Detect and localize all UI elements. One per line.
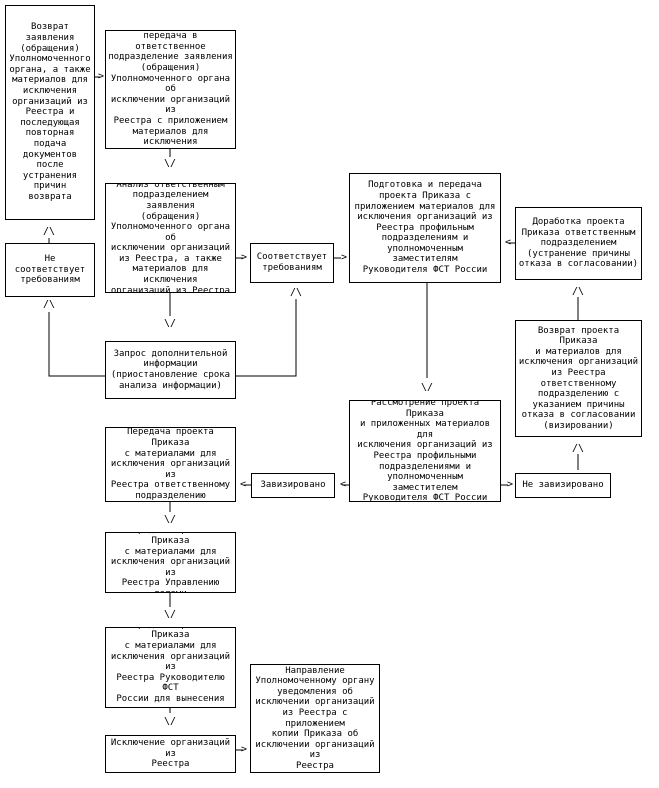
arrow-right-icon: >: [240, 252, 248, 263]
arrow-down-icon: \/: [420, 382, 434, 393]
arrow-down-icon: \/: [163, 716, 177, 727]
connector-request-to-notcompliant: [48, 312, 105, 377]
node-exclusion: Исключение организаций из Реестра: [105, 735, 236, 773]
node-not-approved: Не завизировано: [515, 473, 611, 498]
node-analysis: Анализ ответственным подразделением заяв…: [105, 183, 236, 293]
node-review-order: Рассмотрение проекта Приказа и приложенн…: [349, 400, 501, 502]
node-not-compliant: Не соответствует требованиям: [5, 243, 95, 297]
arrow-up-icon: /\: [289, 287, 303, 298]
node-approved: Завизировано: [251, 473, 335, 498]
arrow-left-icon: <: [504, 237, 512, 248]
arrow-up-icon: /\: [42, 299, 56, 310]
arrow-down-icon: \/: [163, 318, 177, 329]
node-transfer-head: Передача проекта Приказа с материалами д…: [105, 627, 236, 708]
arrow-right-icon: >: [340, 252, 348, 263]
arrow-left-icon: <: [339, 479, 347, 490]
arrow-up-icon: /\: [571, 286, 585, 297]
node-request-info: Запрос дополнительной информации (приост…: [105, 341, 236, 399]
node-transfer-responsible: Передача проекта Приказа с материалами д…: [105, 427, 236, 502]
arrow-up-icon: /\: [571, 443, 585, 454]
arrow-down-icon: \/: [163, 158, 177, 169]
arrow-right-icon: >: [506, 479, 514, 490]
connector-request-to-compliant: [236, 299, 297, 377]
node-return-application: Возврат заявления (обращения) Уполномоче…: [5, 5, 95, 220]
node-revise-order: Доработка проекта Приказа ответственным …: [515, 207, 642, 280]
arrow-up-icon: /\: [42, 226, 56, 237]
arrow-right-icon: >: [97, 71, 105, 82]
node-reception: Прием, регистрация и передача в ответств…: [105, 30, 236, 149]
node-compliant: Соответствует требованиям: [250, 243, 334, 283]
arrow-right-icon: >: [240, 744, 248, 755]
node-transfer-affairs: Передача проекта Приказа с материалами д…: [105, 532, 236, 593]
node-return-order: Возврат проекта Приказа и материалов для…: [515, 320, 642, 437]
arrow-down-icon: \/: [163, 514, 177, 525]
node-notification: Направление Уполномоченному органу уведо…: [250, 664, 380, 773]
arrow-down-icon: \/: [163, 609, 177, 620]
node-prepare-order: Подготовка и передача проекта Приказа с …: [349, 173, 501, 283]
arrow-left-icon: <: [239, 479, 247, 490]
